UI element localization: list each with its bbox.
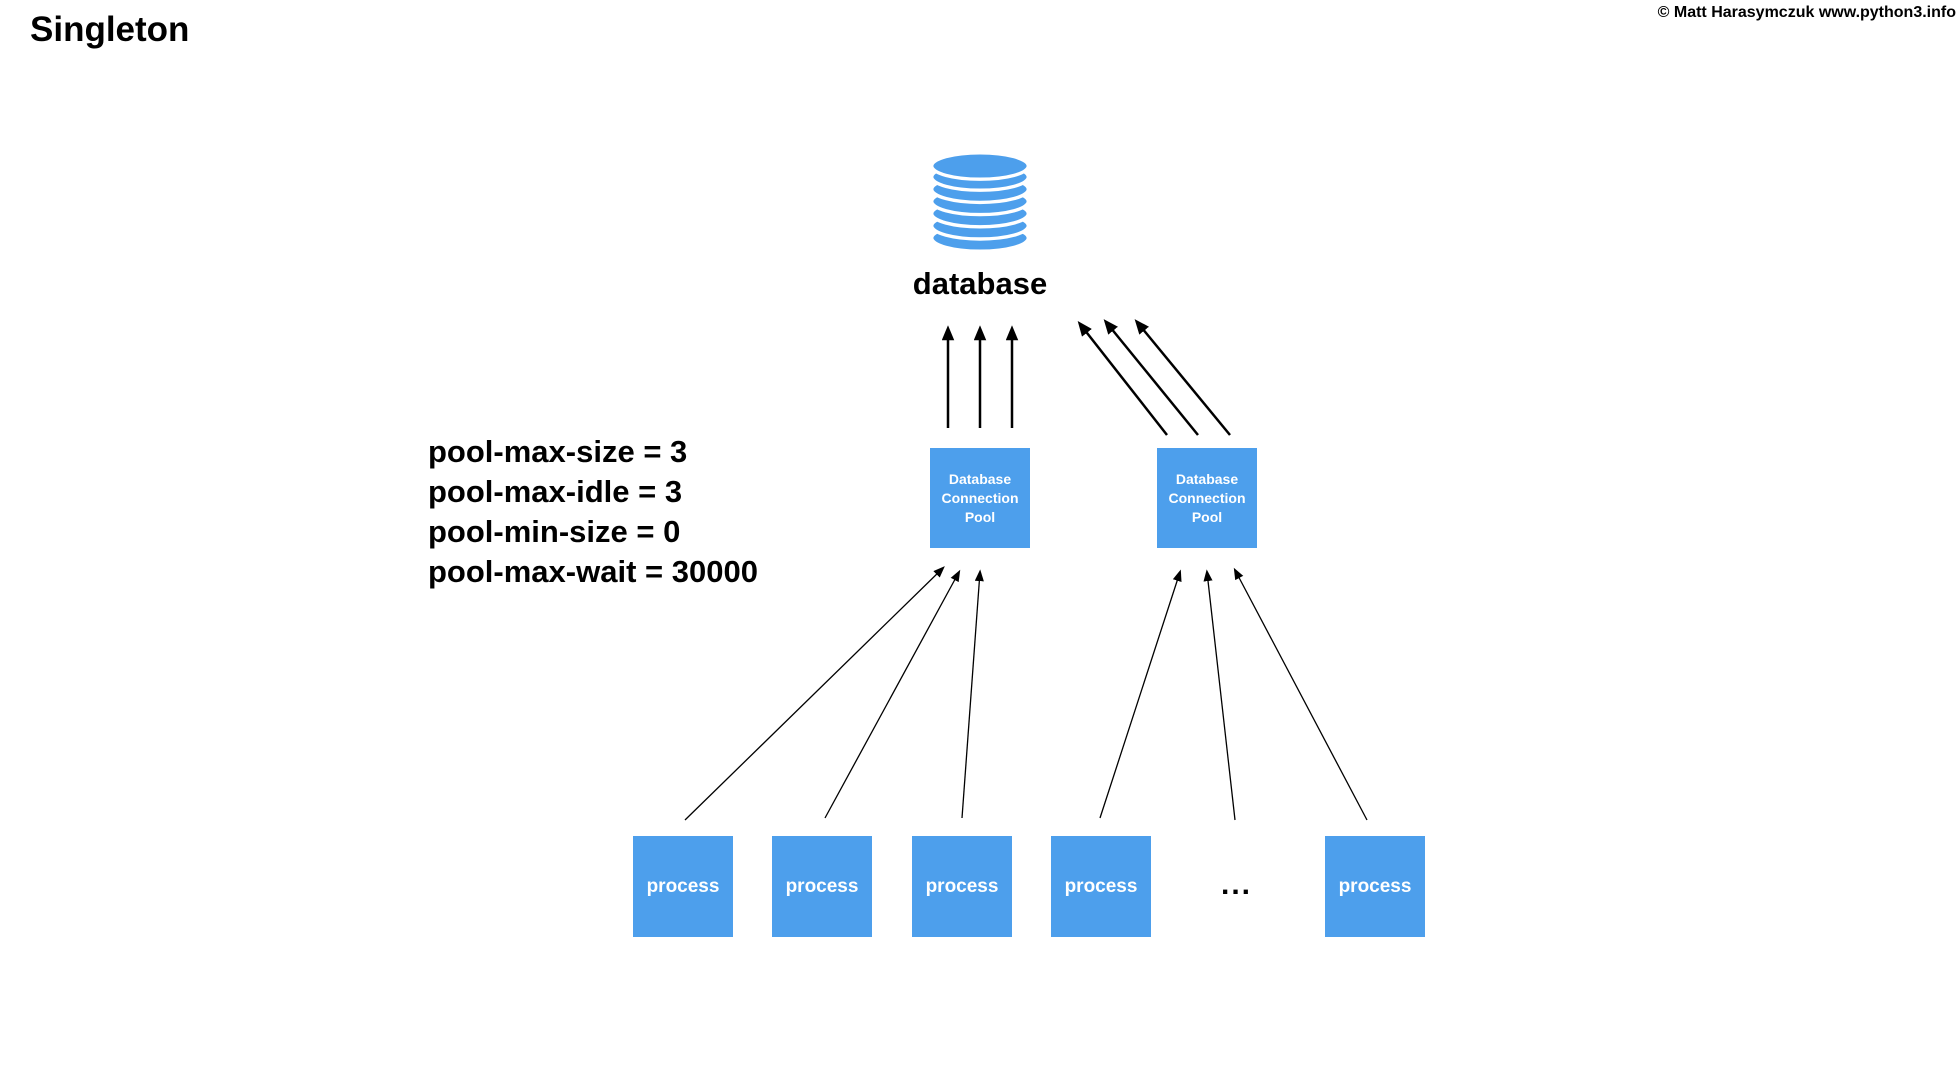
arrow-process5-to-pool2 [1233, 567, 1368, 821]
process-node-5: process [1325, 836, 1425, 937]
arrow-process1-to-pool1 [684, 566, 945, 821]
pool-setting-line: pool-max-wait = 30000 [428, 554, 758, 589]
pool-settings-text: pool-max-size = 3 pool-max-idle = 3 pool… [428, 432, 758, 592]
copyright-text: © Matt Harasymczuk www.python3.info [1657, 4, 1956, 21]
process-node-3: process [912, 836, 1012, 937]
pool-setting-line: pool-min-size = 0 [428, 514, 681, 549]
arrow-process3-to-pool1 [961, 569, 984, 819]
arrow-process2-to-pool1 [824, 569, 961, 819]
database-cylinder-icon [930, 151, 1030, 253]
process-node-4: process [1051, 836, 1151, 937]
page-title: Singleton [30, 10, 190, 49]
process-node-1: process [633, 836, 733, 937]
connection-pool-node-2: Database Connection Pool [1157, 448, 1257, 548]
arrow-process4-to-pool2 [1099, 569, 1182, 819]
arrow-ellipsis-to-pool2 [1203, 569, 1236, 821]
process-node-2: process [772, 836, 872, 937]
database-label: database [912, 266, 1048, 301]
arrow-pool2-to-database [1103, 319, 1199, 436]
connection-pool-node-1: Database Connection Pool [930, 448, 1030, 548]
arrow-pool2-to-database [1134, 319, 1231, 436]
more-processes-ellipsis: ... [1220, 868, 1252, 901]
pool-setting-line: pool-max-idle = 3 [428, 474, 683, 509]
arrow-pool2-to-database [1077, 321, 1168, 436]
pool-setting-line: pool-max-size = 3 [428, 434, 688, 469]
